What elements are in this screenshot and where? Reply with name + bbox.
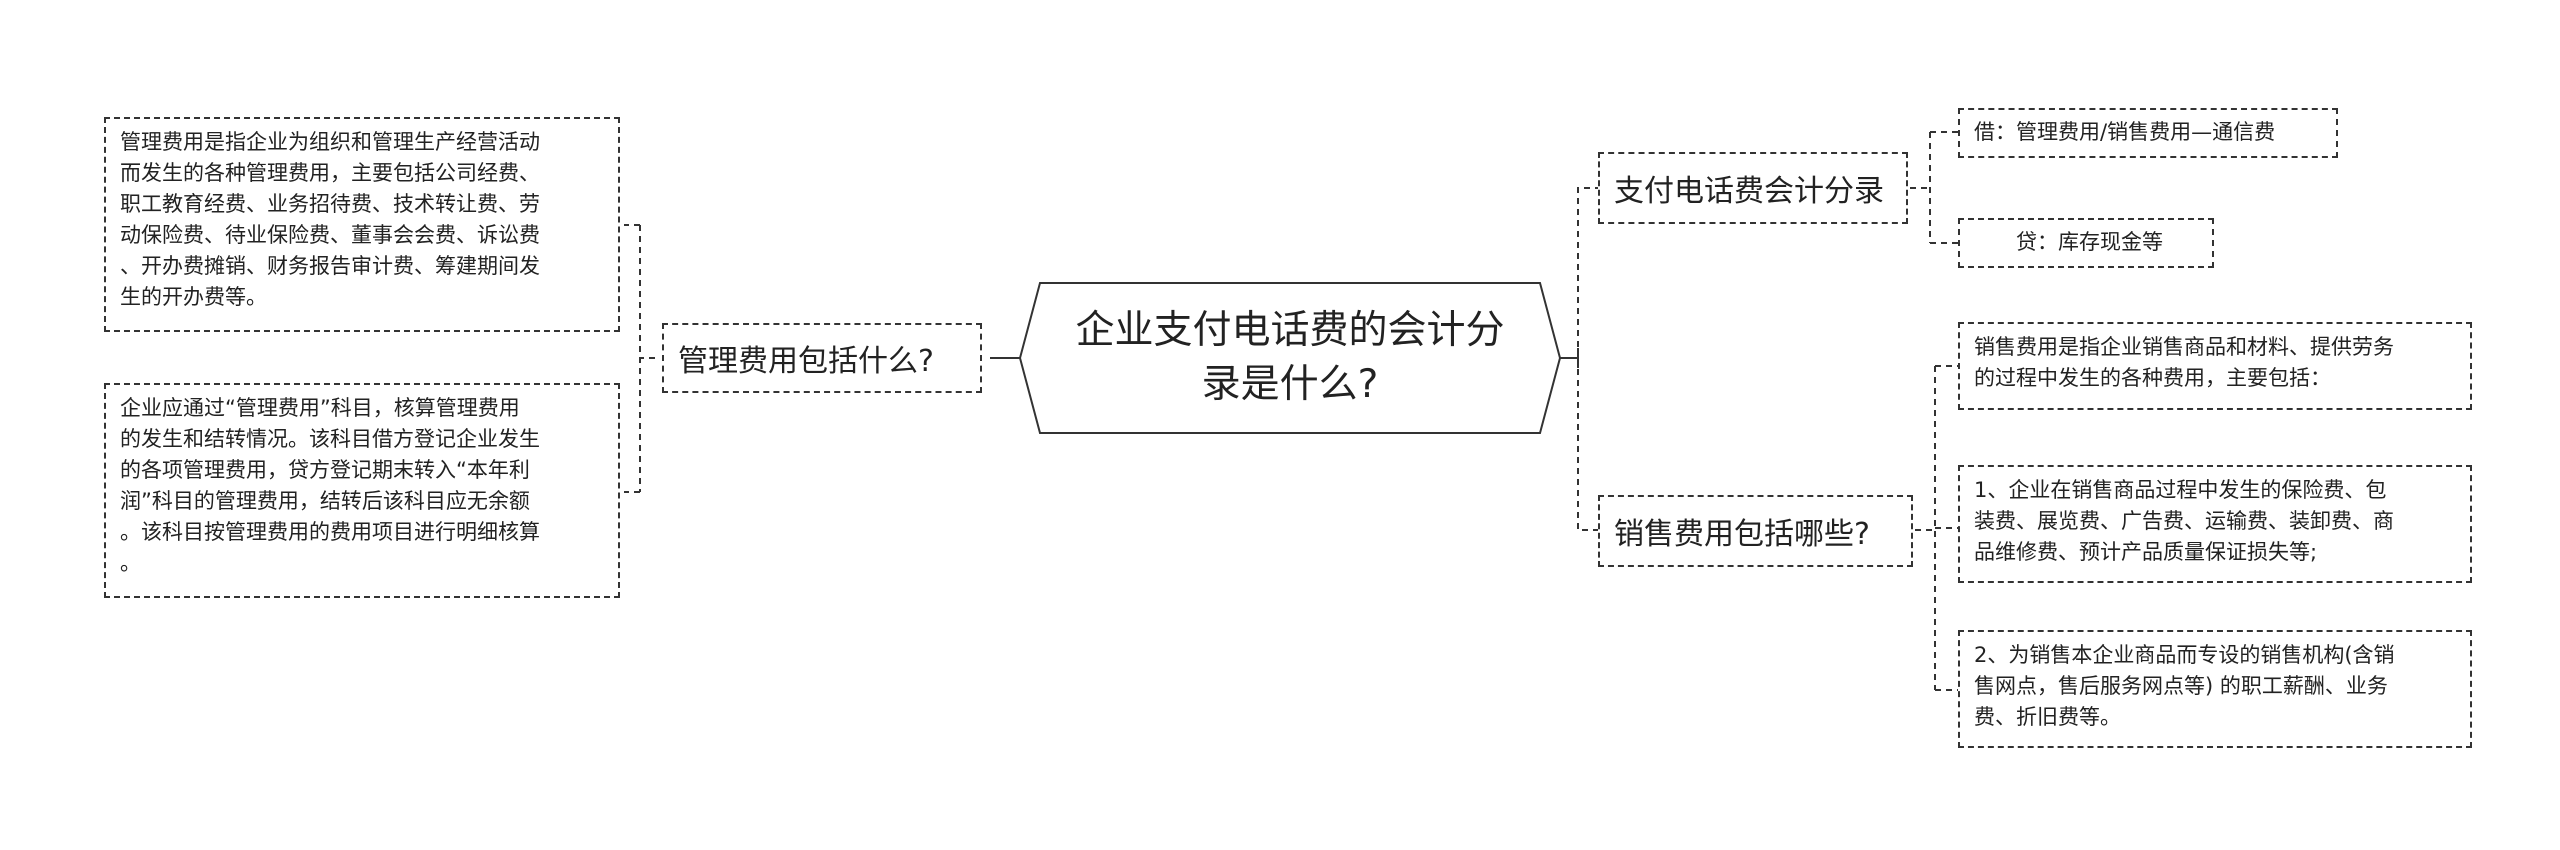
connector-root-right: [1560, 348, 1579, 368]
leaf-management-expenses-definition[interactable]: 管理费用是指企业为组织和管理生产经营活动 而发生的各种管理费用，主要包括公司经费…: [104, 117, 620, 332]
connector-branch1-leaves: [1910, 131, 1958, 244]
connector-right-branches: [1577, 187, 1598, 531]
leaf-sales-expenses-item-2[interactable]: 2、为销售本企业商品而专设的销售机构(含销 售网点，售后服务网点等) 的职工薪酬…: [1958, 630, 2472, 748]
leaf-sales-expenses-item-1[interactable]: 1、企业在销售商品过程中发生的保险费、包 装费、展览费、广告费、运输费、装卸费、…: [1958, 465, 2472, 583]
leaf-sales-expenses-definition[interactable]: 销售费用是指企业销售商品和材料、提供劳务 的过程中发生的各种费用，主要包括：: [1958, 322, 2472, 410]
branch-sales-expenses-label: 销售费用包括哪些?: [1614, 517, 1870, 552]
branch-management-expenses[interactable]: 管理费用包括什么?: [662, 323, 982, 393]
branch-phone-fee-entry[interactable]: 支付电话费会计分录: [1598, 152, 1908, 224]
leaf-credit-entry[interactable]: 贷：库存现金等: [1958, 218, 2214, 268]
leaf-debit-entry[interactable]: 借：管理费用/销售费用—通信费: [1958, 108, 2338, 158]
connector-left-leaves: [624, 224, 655, 493]
branch-management-expenses-label: 管理费用包括什么?: [678, 344, 934, 379]
connector-branch2-leaves: [1915, 365, 1958, 691]
branch-sales-expenses[interactable]: 销售费用包括哪些?: [1598, 495, 1913, 567]
root-node[interactable]: 企业支付电话费的会计分 录是什么?: [1075, 308, 1505, 407]
leaf-management-expenses-accounting[interactable]: 企业应通过“管理费用”科目，核算管理费用 的发生和结转情况。该科目借方登记企业发…: [104, 383, 620, 598]
branch-phone-fee-entry-label: 支付电话费会计分录: [1614, 174, 1884, 209]
